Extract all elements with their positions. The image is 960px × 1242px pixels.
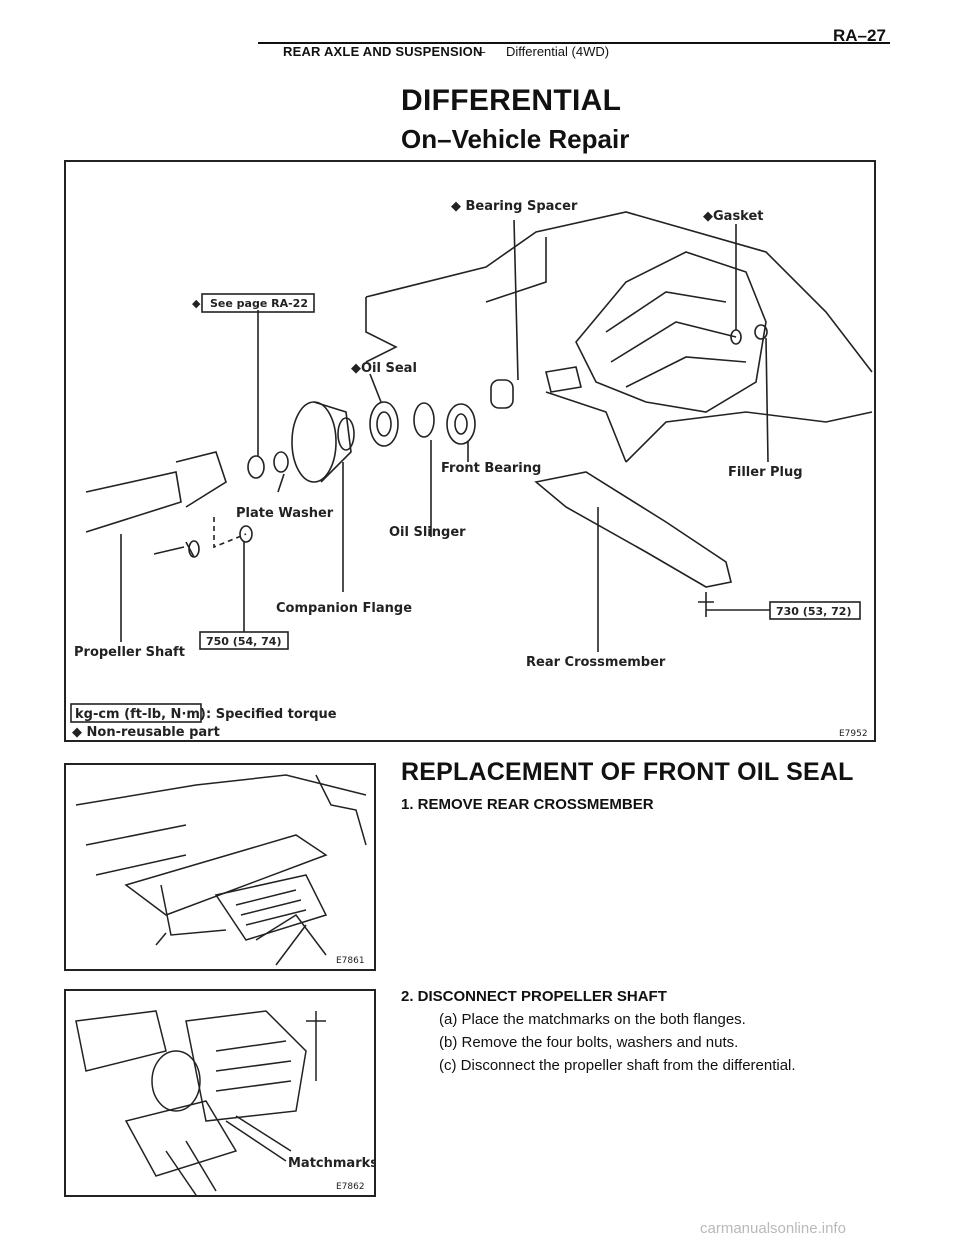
figure-b-label-matchmarks: Matchmarks xyxy=(288,1156,374,1171)
label-front-bearing: Front Bearing xyxy=(441,461,541,476)
label-rear-crossmember: Rear Crossmember xyxy=(526,655,666,670)
torque-left-box xyxy=(199,631,289,650)
disconnect-shaft-figure: Matchmarks E7862 xyxy=(64,989,376,1197)
diamond-icon: ◆ xyxy=(192,297,201,310)
see-page-box xyxy=(201,293,315,313)
watermark: carmanualsonline.info xyxy=(700,1220,846,1237)
oil-seal-shape xyxy=(369,401,399,447)
figure-code: E7952 xyxy=(839,729,868,739)
page-subtitle: On–Vehicle Repair xyxy=(401,124,630,154)
label-propeller-shaft: Propeller Shaft xyxy=(74,645,185,660)
label-gasket: ◆Gasket xyxy=(703,209,764,224)
step-2: 2. DISCONNECT PROPELLER SHAFT xyxy=(401,988,667,1005)
remove-crossmember-drawing: E7861 xyxy=(75,774,367,966)
propeller-shaft-shape xyxy=(85,471,182,533)
companion-flange-shape xyxy=(291,401,337,483)
page-title: DIFFERENTIAL xyxy=(401,84,622,117)
label-oil-slinger: Oil Slinger xyxy=(389,525,466,540)
header-subsection: Differential (4WD) xyxy=(506,44,610,59)
step-1: 1. REMOVE REAR CROSSMEMBER xyxy=(401,796,654,813)
exploded-view-drawing: ◆ Bearing Spacer ◆Gasket ◆ See page RA-2… xyxy=(70,199,873,740)
bearing-spacer-shape xyxy=(490,379,514,409)
label-torque-right: 730 (53, 72) xyxy=(776,605,851,618)
rear-crossmember-shape xyxy=(534,471,732,588)
step-2-item-a: (a) Place the matchmarks on the both fla… xyxy=(439,1011,746,1028)
page-number: RA–27 xyxy=(833,26,886,45)
label-oil-seal: ◆Oil Seal xyxy=(351,361,417,376)
legend-specified-torque: : Specified torque xyxy=(206,707,337,722)
header-section: REAR AXLE AND SUSPENSION xyxy=(283,44,483,59)
step-2-item-c: (c) Disconnect the propeller shaft from … xyxy=(439,1057,796,1074)
label-companion-flange: Companion Flange xyxy=(276,601,412,616)
label-plate-washer: Plate Washer xyxy=(236,506,334,521)
label-bearing-spacer: ◆ Bearing Spacer xyxy=(451,199,578,214)
header-rule xyxy=(258,42,890,44)
remove-crossmember-figure: E7861 xyxy=(64,763,376,971)
label-torque-left: 750 (54, 74) xyxy=(206,635,281,648)
torque-right-box xyxy=(769,601,861,620)
disconnect-shaft-drawing: Matchmarks E7862 xyxy=(75,1010,374,1195)
legend-units: kg-cm (ft-lb, N·m) xyxy=(75,707,206,722)
figure-a-code: E7861 xyxy=(336,956,365,966)
legend-units-box xyxy=(70,703,202,723)
oil-slinger-shape xyxy=(413,402,435,438)
figure-b-code: E7862 xyxy=(336,1182,365,1192)
step-2-item-b: (b) Remove the four bolts, washers and n… xyxy=(439,1034,739,1051)
header-separator: – xyxy=(478,44,486,59)
section-title: REPLACEMENT OF FRONT OIL SEAL xyxy=(401,758,854,786)
legend-non-reusable: ◆ Non-reusable part xyxy=(72,725,220,740)
exploded-view-figure: ◆ Bearing Spacer ◆Gasket ◆ See page RA-2… xyxy=(64,160,876,742)
differential-housing xyxy=(575,251,767,413)
label-see-page: See page RA-22 xyxy=(210,297,308,310)
label-filler-plug: Filler Plug xyxy=(728,465,803,480)
frame-outline xyxy=(365,211,873,463)
front-bearing-shape xyxy=(446,403,476,445)
